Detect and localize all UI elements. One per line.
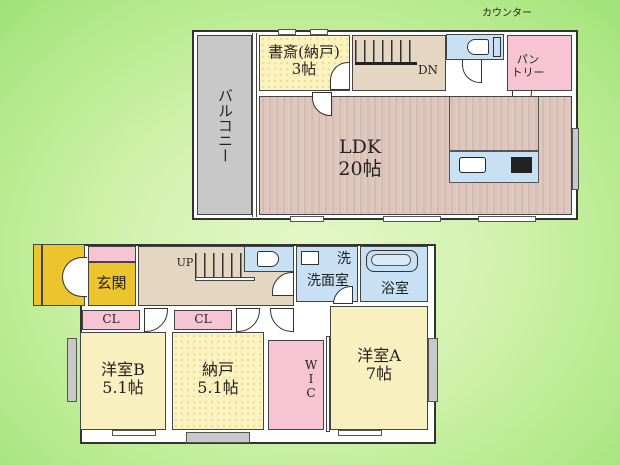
room-b-size: 5.1帖 — [102, 378, 144, 398]
study-window-1 — [278, 29, 296, 35]
wic-l3: C — [306, 385, 316, 400]
ldk-window-bottom-1 — [290, 216, 324, 222]
toilet-2f — [446, 34, 504, 60]
ldk-name: LDK — [338, 136, 382, 158]
room-a: 洋室A 7帖 — [330, 306, 428, 430]
room-b: 洋室B 5.1帖 — [80, 332, 166, 430]
ldk-window-right — [572, 128, 579, 190]
shoe-closet — [88, 246, 136, 262]
kitchen-counter — [449, 151, 539, 183]
ldk-room: LDK 20帖 — [259, 96, 572, 215]
bathroom-label: 浴室 — [381, 281, 409, 297]
toilet-1f — [244, 246, 294, 272]
study-window-2 — [310, 29, 328, 35]
closet-room-b[interactable]: CL — [82, 310, 140, 330]
laundry-label: 洗 — [337, 251, 351, 267]
stairs-down[interactable] — [355, 40, 417, 62]
room-a-window — [428, 338, 438, 402]
balcony-label: バルコニー — [216, 88, 234, 163]
bathtub-icon — [366, 250, 418, 272]
closet-storage[interactable]: CL — [174, 310, 232, 330]
stairs-up-label: UP — [176, 256, 194, 269]
entrance-label: 玄関 — [96, 274, 127, 292]
ldk-window-bottom-3 — [478, 216, 536, 222]
closet-b-label: CL — [102, 312, 120, 326]
stairs-down-label: DN — [417, 63, 439, 77]
stair-hall-2f: DN — [352, 35, 446, 91]
stove-icon — [511, 157, 532, 173]
storage-name: 納戸 — [201, 360, 234, 379]
counter-label: カウンター — [482, 8, 532, 19]
pantry: パン トリー — [507, 35, 572, 91]
ldk-label: LDK 20帖 — [320, 136, 400, 181]
counter-icon — [493, 37, 501, 57]
room-a-name: 洋室A — [357, 346, 401, 365]
sink-icon — [459, 157, 486, 173]
storage-room: 納戸 5.1帖 — [172, 332, 264, 430]
wic-l1: W — [304, 358, 318, 372]
study-name: 書斎(納戸) — [268, 43, 340, 61]
toilet-1f-icon — [257, 251, 279, 267]
wic-label: W I C — [303, 358, 319, 400]
storage-window — [186, 432, 250, 443]
room-b-window-bottom — [112, 430, 156, 436]
sink-1f-icon — [301, 251, 319, 265]
room-a-label: 洋室A 7帖 — [331, 346, 427, 384]
room-b-name: 洋室B — [101, 360, 145, 379]
entrance: 玄関 — [88, 262, 136, 306]
washroom-label: 洗面室 — [307, 273, 349, 289]
wic-l2: I — [308, 371, 314, 386]
room-a-window-bottom — [338, 430, 382, 436]
stairs-up[interactable] — [195, 253, 243, 277]
pantry-line1: パン — [516, 53, 540, 66]
study-size: 3帖 — [291, 60, 317, 79]
study-label: 書斎(納戸) 3帖 — [260, 43, 348, 79]
pantry-label: パン トリー — [510, 53, 546, 79]
room-a-size: 7帖 — [365, 364, 393, 384]
balcony: バルコニー — [197, 35, 252, 215]
room-b-label: 洋室B 5.1帖 — [81, 360, 165, 398]
toilet-icon — [467, 39, 489, 55]
storage-size: 5.1帖 — [197, 378, 239, 398]
kitchen-partition — [449, 97, 539, 151]
balcony-sash — [252, 33, 257, 217]
room-b-window — [67, 338, 77, 402]
entrance-porch — [33, 244, 87, 306]
storage-label: 納戸 5.1帖 — [173, 360, 263, 398]
front-door[interactable] — [62, 257, 87, 297]
walk-in-closet[interactable]: W I C — [268, 340, 324, 430]
ldk-size: 20帖 — [338, 157, 382, 180]
ldk-window-bottom-2 — [383, 216, 441, 222]
closet-n-label: CL — [194, 312, 212, 326]
bathroom: 浴室 — [360, 246, 428, 302]
pantry-line2: トリー — [511, 65, 545, 79]
